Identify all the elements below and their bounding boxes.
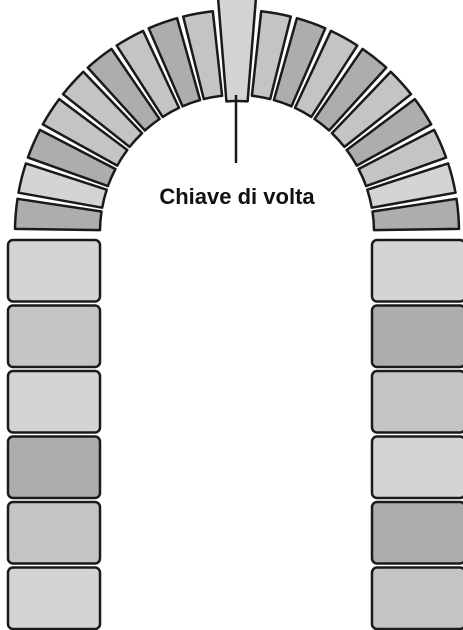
right-pier-block (370, 500, 463, 565)
left-pier-block (6, 369, 102, 434)
voussoir-stone (147, 16, 202, 108)
voussoir-group (13, 0, 461, 232)
voussoir-stone (86, 47, 161, 132)
voussoir-stone (17, 162, 108, 209)
left-pier-block (6, 566, 102, 630)
right-pier-block (370, 369, 463, 434)
voussoir-stone (41, 97, 129, 167)
left-pier-block (6, 304, 102, 369)
voussoir-stone (61, 70, 144, 149)
left-pier-block (6, 500, 102, 565)
keystone (216, 0, 258, 103)
right-pier-block (370, 238, 463, 303)
voussoir-stone (181, 10, 224, 101)
voussoir-stone (330, 70, 413, 149)
voussoir-stone (26, 128, 117, 188)
voussoir-stone (371, 197, 461, 232)
voussoir-stone (357, 128, 448, 188)
left-pier-block (6, 238, 102, 303)
left-pier-block (6, 435, 102, 500)
voussoir-stone (345, 97, 433, 167)
voussoir-stone (13, 197, 103, 232)
voussoir-stone (293, 29, 359, 119)
right-pier-block (370, 566, 463, 630)
voussoir-stone (250, 10, 293, 101)
voussoir-stone (115, 29, 181, 119)
voussoir-stone (366, 162, 457, 209)
voussoir-stone (313, 47, 388, 132)
right-pier-block (370, 435, 463, 500)
keystone-label: Chiave di volta (159, 184, 315, 209)
voussoir-stone (272, 16, 327, 108)
right-pier-block (370, 304, 463, 369)
pier-group (6, 238, 463, 630)
